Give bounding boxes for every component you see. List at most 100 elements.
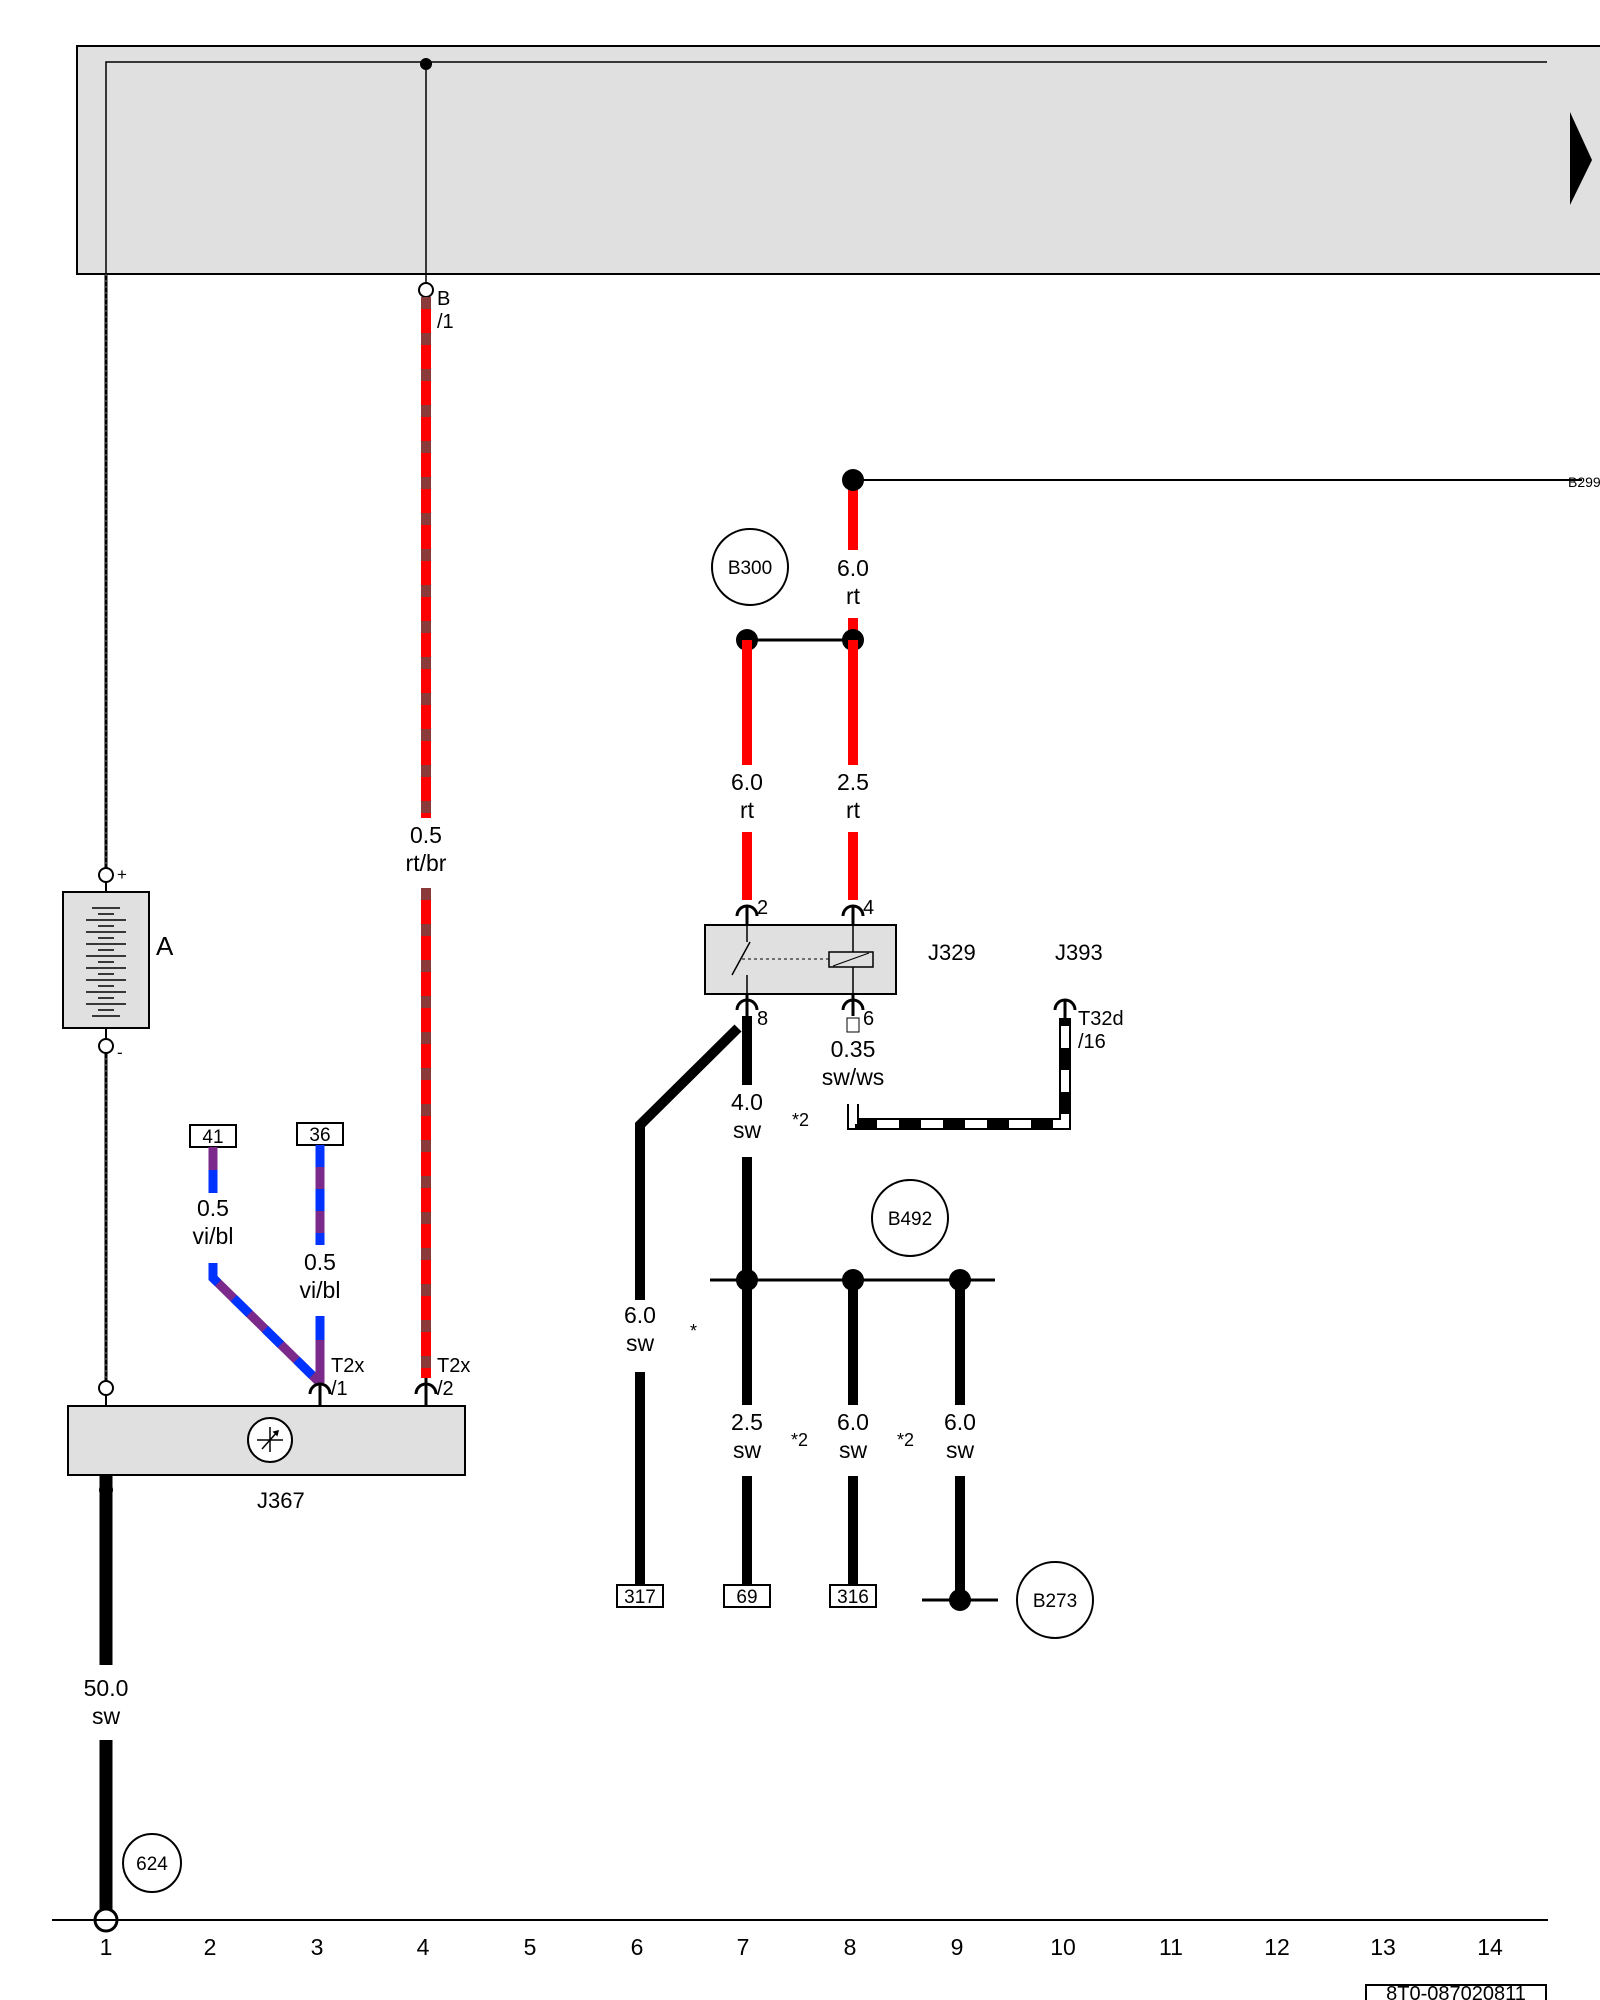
wire-label-size: 6.0 <box>624 1302 656 1328</box>
j367-terminal-left <box>98 1380 114 1396</box>
footnote-marker: *2 <box>791 1430 808 1450</box>
column-number: 7 <box>737 1934 750 1960</box>
relay-pin-4: 4 <box>863 897 874 919</box>
svg-text:69: 69 <box>736 1587 757 1608</box>
wire-label-size: 6.0 <box>837 1409 869 1435</box>
footnote-marker: *2 <box>897 1430 914 1450</box>
j393-pin-number: /16 <box>1078 1031 1106 1053</box>
page-ref-316[interactable]: 316 <box>829 1584 877 1608</box>
battery-disconnect-j367 <box>67 1405 466 1476</box>
wire-label-color: rt <box>740 797 755 823</box>
j393-terminal <box>1053 998 1077 1018</box>
relay-pin-6: 6 <box>863 1008 874 1030</box>
wire-label-size: 6.0 <box>944 1409 976 1435</box>
wire-label-size: 0.5 <box>304 1249 336 1275</box>
continuation-arrow-icon[interactable] <box>1570 112 1592 205</box>
j367-pin1-number: /1 <box>331 1378 348 1400</box>
svg-text:36: 36 <box>309 1125 330 1146</box>
wire-label-size: 0.5 <box>410 822 442 848</box>
column-number: 2 <box>204 1934 217 1960</box>
ground-point-b492: B492 <box>871 1179 949 1257</box>
page-ref-36[interactable]: 36 <box>296 1122 344 1146</box>
column-number: 6 <box>631 1934 644 1960</box>
wire-label-size: 0.5 <box>197 1195 229 1221</box>
wire-6-0-sw-b273 <box>922 1280 998 1611</box>
svg-text:316: 316 <box>837 1587 869 1608</box>
footnote-marker: *2 <box>792 1110 809 1130</box>
page-ref-41[interactable]: 41 <box>189 1124 237 1148</box>
relay-j329 <box>704 904 897 1016</box>
wire-label-size: 50.0 <box>84 1675 129 1701</box>
relay-pin-8: 8 <box>757 1008 768 1030</box>
column-number: 9 <box>951 1934 964 1960</box>
wire-0-5-vi-bl-col2 <box>208 1147 324 1387</box>
column-number: 3 <box>311 1934 324 1960</box>
wire-label-size: 4.0 <box>731 1089 763 1115</box>
relay-pin-2: 2 <box>757 897 768 919</box>
page-ref-69[interactable]: 69 <box>723 1584 771 1608</box>
wire-label-size: 2.5 <box>731 1409 763 1435</box>
j367-pin-t2x-1 <box>308 1382 332 1406</box>
battery-a: A + - <box>62 865 174 1062</box>
j367-pin1-connector: T2x <box>331 1355 364 1377</box>
igniter-icon <box>257 1427 283 1452</box>
column-number: 4 <box>417 1934 430 1960</box>
wire-label-color: vi/bl <box>193 1223 234 1249</box>
column-numbers: 1 2 3 4 5 6 7 8 9 10 11 12 13 14 <box>100 1934 1503 1960</box>
column-number: 13 <box>1370 1934 1396 1960</box>
wire-label-color: sw <box>626 1330 655 1356</box>
wire-label-color: rt <box>846 797 861 823</box>
column-number: 11 <box>1159 1934 1183 1960</box>
j393-pin-connector: T32d <box>1078 1008 1124 1030</box>
svg-text:624: 624 <box>136 1854 168 1875</box>
wire-label-size: 6.0 <box>837 555 869 581</box>
wire-label-color: sw <box>839 1437 868 1463</box>
wire-6-0-sw-317 <box>635 1024 742 1585</box>
footnote-marker: * <box>690 1321 697 1341</box>
battery-minus-label: - <box>117 1043 123 1062</box>
svg-text:B300: B300 <box>728 558 772 579</box>
j367-pin2-number: /2 <box>437 1378 454 1400</box>
relay-label: J329 <box>928 940 976 965</box>
battery-label: A <box>156 931 174 961</box>
column-number: 10 <box>1050 1934 1076 1960</box>
svg-text:317: 317 <box>624 1587 656 1608</box>
svg-text:B492: B492 <box>888 1209 932 1230</box>
wire-label-size: 0.35 <box>831 1036 876 1062</box>
wire-label-color: sw <box>946 1437 975 1463</box>
connector-b-pin: /1 <box>437 311 454 333</box>
fuse-carrier <box>76 45 1600 275</box>
ground-point-b273: B273 <box>1016 1561 1094 1639</box>
j367-pin2-connector: T2x <box>437 1355 470 1377</box>
column-number: 14 <box>1477 1934 1503 1960</box>
page-ref-317[interactable]: 317 <box>616 1584 664 1608</box>
b299-ref-label[interactable]: B299 <box>1568 474 1600 490</box>
column-number: 12 <box>1264 1934 1290 1960</box>
doc-code-box: 8T0-087020811 <box>1365 1983 1547 2000</box>
svg-text:41: 41 <box>202 1127 223 1148</box>
wire-0-5-rt-br <box>418 58 434 1378</box>
battery-plus-label: + <box>117 865 127 884</box>
wire-label-color: rt <box>846 583 861 609</box>
ground-point-b300: B300 <box>711 528 789 606</box>
column-number: 8 <box>844 1934 857 1960</box>
svg-text:B273: B273 <box>1033 1591 1077 1612</box>
column-number: 1 <box>100 1934 113 1960</box>
column-number: 5 <box>524 1934 537 1960</box>
wire-50-0-sw <box>99 1475 113 1910</box>
wire-label-color: rt/br <box>406 850 447 876</box>
wire-label-color: sw/ws <box>822 1064 885 1090</box>
wire-label-color: sw <box>733 1117 762 1143</box>
wire-label-size: 6.0 <box>731 769 763 795</box>
j367-pin-t2x-2 <box>414 1378 438 1406</box>
wire-label-color: vi/bl <box>300 1277 341 1303</box>
disconnect-label: J367 <box>257 1488 305 1513</box>
connector-b-label: B <box>437 288 450 310</box>
wire-0-35-sw-ws <box>846 1017 1071 1130</box>
wire-label-size: 2.5 <box>837 769 869 795</box>
control-unit-label: J393 <box>1055 940 1103 965</box>
svg-text:8T0-087020811: 8T0-087020811 <box>1386 1983 1526 2000</box>
wire-label-color: sw <box>92 1703 121 1729</box>
wire-label-color: sw <box>733 1437 762 1463</box>
